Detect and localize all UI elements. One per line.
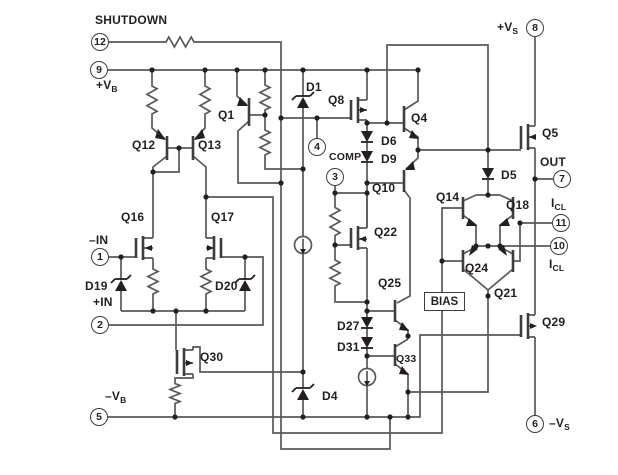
label-q22: Q22 bbox=[374, 225, 398, 239]
label-q14: Q14 bbox=[436, 190, 460, 204]
label-q5: Q5 bbox=[542, 126, 559, 140]
label-q1: Q1 bbox=[218, 108, 235, 122]
pin-8: 8 bbox=[526, 19, 544, 37]
label-icl-bottom: ICL bbox=[549, 257, 565, 274]
label-q17: Q17 bbox=[211, 210, 235, 224]
label-q24: Q24 bbox=[465, 261, 489, 275]
pin-12: 12 bbox=[91, 33, 109, 51]
label-q18: Q18 bbox=[506, 198, 530, 212]
label-in-plus: +IN bbox=[93, 295, 113, 309]
pin-3: 3 bbox=[326, 168, 344, 186]
label-vs-minus: –VS bbox=[549, 416, 570, 433]
pin-5: 5 bbox=[90, 408, 108, 426]
pin-10: 10 bbox=[550, 237, 568, 255]
label-q21: Q21 bbox=[494, 286, 518, 300]
label-q33: Q33 bbox=[396, 353, 417, 365]
label-d31: D31 bbox=[337, 340, 360, 354]
label-comp: COMP bbox=[329, 151, 362, 163]
label-q4: Q4 bbox=[411, 111, 428, 125]
label-shutdown: SHUTDOWN bbox=[95, 13, 168, 27]
pin-2: 2 bbox=[91, 316, 109, 334]
label-q16: Q16 bbox=[121, 210, 145, 224]
label-d5: D5 bbox=[501, 168, 517, 182]
label-d19: D19 bbox=[85, 279, 108, 293]
pin-7: 7 bbox=[553, 170, 571, 188]
pin-9: 9 bbox=[90, 61, 108, 79]
label-q10: Q10 bbox=[372, 181, 396, 195]
label-d9: D9 bbox=[381, 152, 397, 166]
label-vb-minus: –VB bbox=[105, 389, 127, 406]
label-d4: D4 bbox=[322, 389, 338, 403]
label-vb-plus: +VB bbox=[96, 78, 118, 95]
label-d20: D20 bbox=[215, 279, 238, 293]
label-q30: Q30 bbox=[200, 350, 224, 364]
label-icl-top: ICL bbox=[551, 196, 567, 213]
pin-1: 1 bbox=[91, 248, 109, 266]
label-q8: Q8 bbox=[328, 93, 345, 107]
bias-block: BIAS bbox=[424, 292, 465, 311]
label-d6: D6 bbox=[381, 134, 397, 148]
label-q29: Q29 bbox=[542, 315, 566, 329]
label-d1: D1 bbox=[306, 80, 322, 94]
pin-11: 11 bbox=[552, 214, 570, 232]
label-q25: Q25 bbox=[378, 276, 402, 290]
label-d27: D27 bbox=[337, 319, 360, 333]
label-q13: Q13 bbox=[198, 138, 222, 152]
label-vs-plus: +VS bbox=[497, 20, 519, 37]
pin-4: 4 bbox=[308, 138, 326, 156]
pin-6: 6 bbox=[526, 415, 544, 433]
label-in-minus: –IN bbox=[89, 233, 109, 247]
label-out: OUT bbox=[540, 155, 566, 169]
label-q12: Q12 bbox=[132, 138, 156, 152]
